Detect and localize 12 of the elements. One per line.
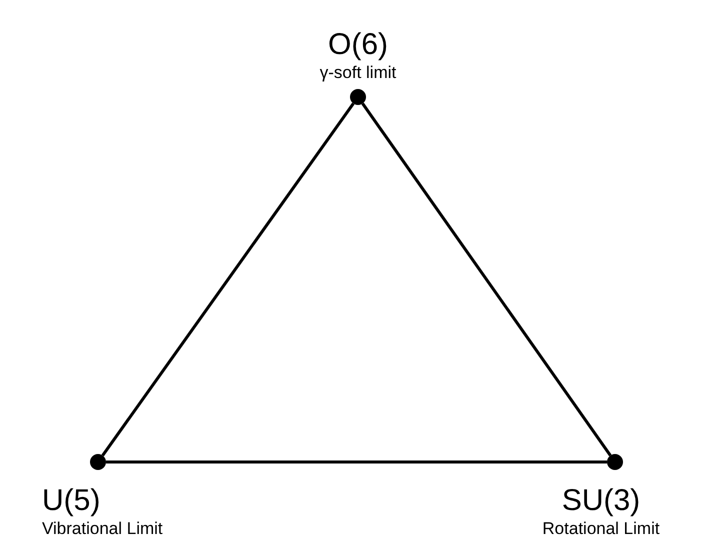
limit-label: γ-soft limit xyxy=(320,62,396,84)
connector-line xyxy=(361,102,612,456)
limit-label: Vibrational Limit xyxy=(42,518,163,540)
limit-label: Rotational Limit xyxy=(542,518,660,540)
symmetry-label: O(6) xyxy=(328,28,388,62)
vertex-dot xyxy=(350,89,366,105)
connector-line xyxy=(106,460,607,464)
symmetry-label: SU(3) xyxy=(562,484,640,518)
vertex-dot xyxy=(90,454,106,470)
vertex-dot xyxy=(607,454,623,470)
symmetry-label: U(5) xyxy=(42,484,100,518)
connector-line xyxy=(101,102,355,456)
